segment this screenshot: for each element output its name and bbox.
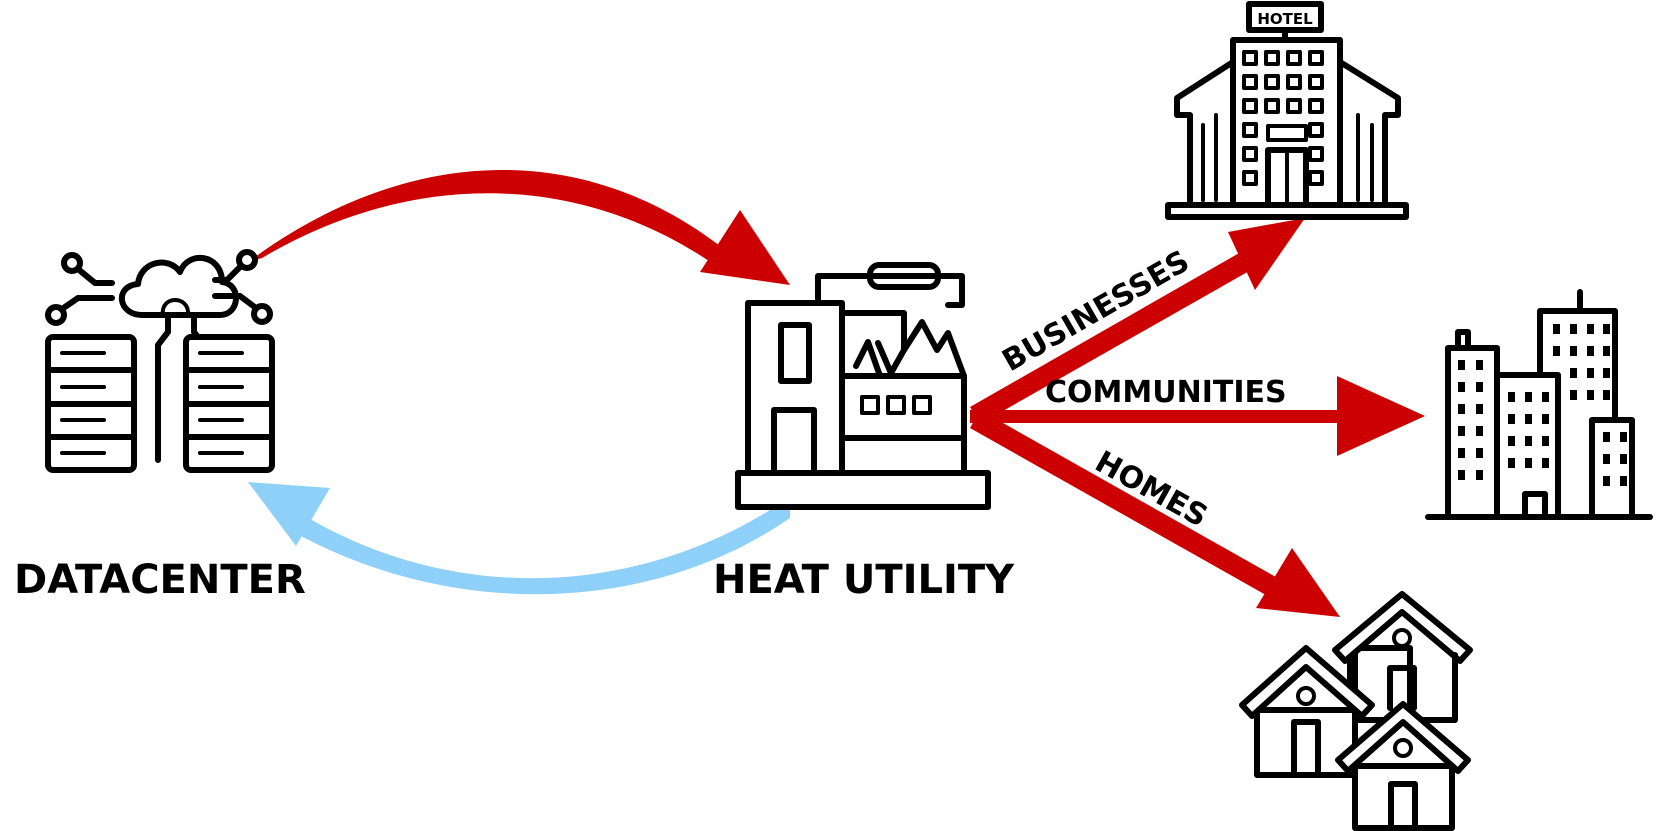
datacenter-label: DATACENTER xyxy=(14,557,306,603)
cold-flow-arrow-utility-to-datacenter xyxy=(248,482,790,595)
factory-icon xyxy=(735,262,991,510)
datacenter-icon xyxy=(45,249,275,473)
houses-icon xyxy=(1239,591,1473,831)
hot-flow-arrow-to-businesses xyxy=(970,218,1305,424)
hot-flow-arrow-to-homes xyxy=(970,410,1340,617)
communities-label: COMMUNITIES xyxy=(1045,375,1287,410)
hot-flow-arrow-datacenter-to-utility xyxy=(248,169,790,285)
hotel-sign-label: HOTEL xyxy=(1257,10,1313,28)
hotel-windows xyxy=(1242,50,1324,186)
hot-flow-arrow-to-communities xyxy=(970,376,1425,456)
hotel-icon xyxy=(1165,1,1409,220)
house-front xyxy=(1335,701,1471,831)
apartment-buildings-icon xyxy=(1425,289,1653,520)
heat-utility-label: HEAT UTILITY xyxy=(713,557,1015,603)
apartment-windows xyxy=(1458,324,1627,486)
